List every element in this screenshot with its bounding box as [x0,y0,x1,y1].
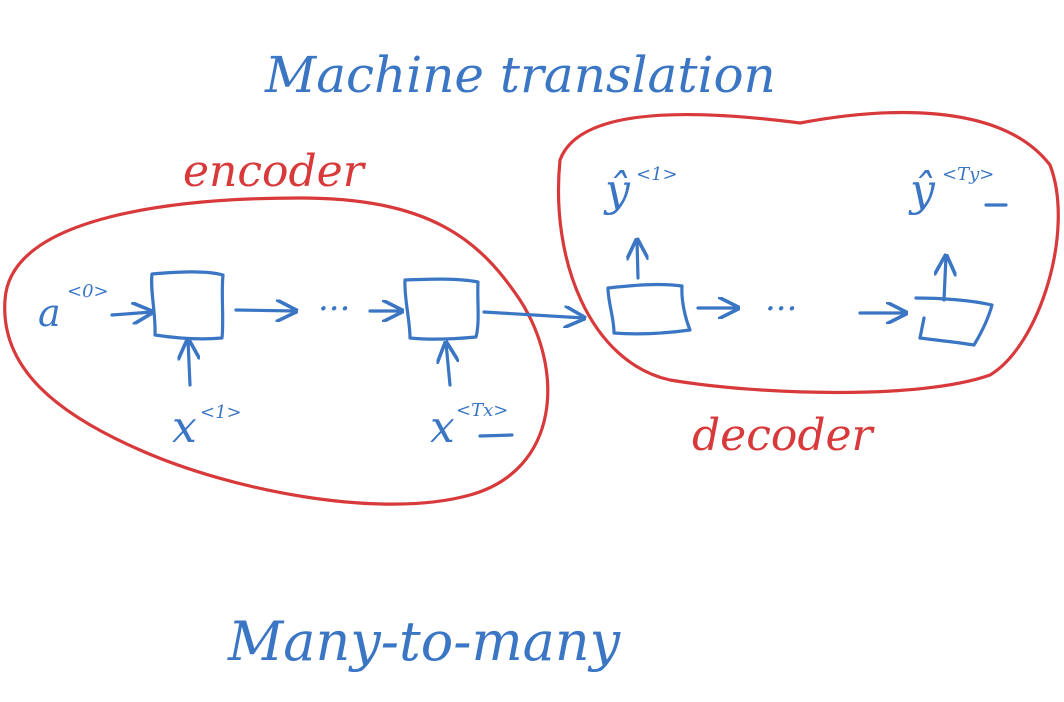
encoder-cell-1 [149,270,225,341]
encoder-cell-last [403,277,480,341]
arrow-cell1-right [234,310,296,311]
output-yty-superscript: <Ty> [942,164,994,185]
output-y1-superscript: <1> [636,164,678,185]
input-x1-superscript: <1> [200,402,242,423]
decoder-cell-last [914,296,994,347]
encoder-enclosure [3,196,550,506]
encoder-ellipsis: ··· [318,289,350,329]
arrow-xtx-to-last-cell [446,343,450,387]
decoder-cell-1 [606,282,692,336]
output-yty: ŷ [908,165,936,216]
initial-activation-a0: a [38,291,61,335]
title-text: Machine translation [264,46,776,104]
initial-activation-a0-superscript: <0> [67,281,109,302]
arrow-a0-to-cell1 [110,312,152,315]
arrow-x1-to-cell1 [188,340,190,387]
decoder-enclosure [556,111,1060,395]
input-xtx: x [430,402,455,453]
arrow-decoder-cell1-to-y1 [637,240,638,280]
input-xtx-superscript: <Tx> [456,400,508,421]
arrow-encoder-to-decoder [482,312,584,318]
tx-underline [478,433,514,438]
encoder-label: encoder [183,146,367,197]
input-x1: x [172,402,197,453]
arrow-decoder-last-to-yty [944,256,946,302]
decoder-cell-last-left-edge [918,316,926,340]
output-y1: ŷ [603,165,631,216]
many-to-many-text: Many-to-many [227,610,622,673]
decoder-label: decoder [692,410,876,461]
decoder-ellipsis: ··· [765,289,797,329]
